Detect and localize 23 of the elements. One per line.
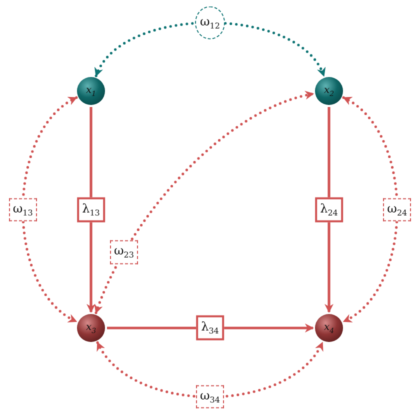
dotted-arrow <box>96 341 324 398</box>
dotted-arrow <box>22 96 78 323</box>
arrow <box>324 107 334 313</box>
edge-label: ω$_{12}$ <box>195 6 225 40</box>
node-label: x$_{4}$ <box>324 322 334 334</box>
edge-label: ω$_{34}$ <box>196 385 224 409</box>
node-label: x$_{1}$ <box>86 84 96 98</box>
sphere-node <box>77 77 105 105</box>
node-label: x$_{2}$ <box>324 84 334 98</box>
sphere-node <box>77 314 105 342</box>
dotted-arrow <box>94 21 326 78</box>
dotted-arrow <box>94 91 315 314</box>
edge-label: λ$_{24}$ <box>315 196 343 222</box>
edge-label: ω$_{23}$ <box>110 240 138 264</box>
sphere-node <box>315 77 343 105</box>
edge-label: λ$_{34}$ <box>196 315 224 341</box>
edge-label: λ$_{13}$ <box>77 196 105 222</box>
edge-label: ω$_{13}$ <box>8 198 37 222</box>
sphere-node <box>315 314 343 342</box>
node-label: x$_{3}$ <box>86 322 96 334</box>
dotted-arrow <box>342 96 398 323</box>
edge-label: ω$_{24}$ <box>383 198 412 222</box>
arrow <box>86 107 96 313</box>
